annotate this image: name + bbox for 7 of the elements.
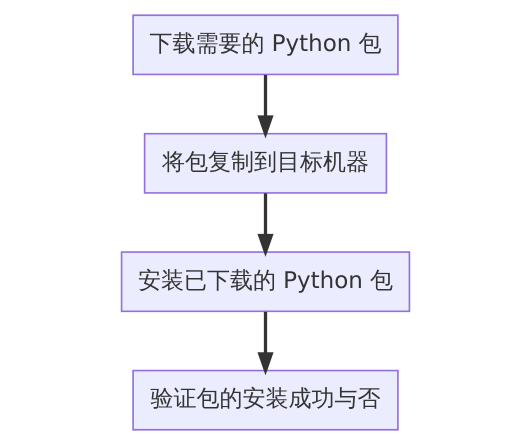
arrow xyxy=(257,193,274,257)
arrow xyxy=(257,74,274,138)
node-box: 验证包的安装成功与否 xyxy=(132,370,399,431)
node-box: 安装已下载的 Python 包 xyxy=(120,251,410,312)
node-box: 将包复制到目标机器 xyxy=(144,132,388,194)
node-box: 下载需要的 Python 包 xyxy=(132,14,399,76)
arrow xyxy=(257,312,274,376)
